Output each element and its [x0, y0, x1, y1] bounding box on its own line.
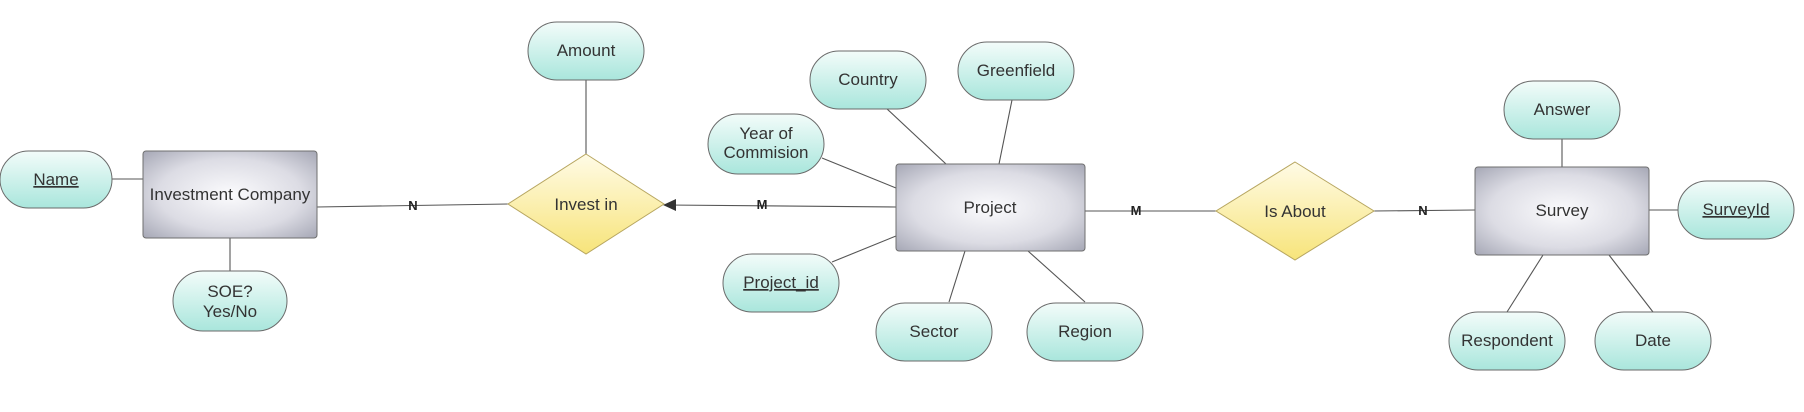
link-region-project	[1027, 250, 1086, 303]
attribute-label-line1: Year of	[739, 124, 793, 143]
attribute-region[interactable]: Region	[1026, 302, 1144, 362]
attribute-label: SurveyId	[1702, 200, 1769, 219]
link-greenfield-project	[998, 99, 1013, 165]
attribute-year-of-commision[interactable]: Year of Commision	[707, 113, 825, 175]
relationship-is-about[interactable]: Is About	[1215, 161, 1375, 261]
relationship-label: Invest in	[554, 195, 617, 214]
attribute-respondent[interactable]: Respondent	[1448, 311, 1566, 371]
entity-label: Project	[964, 198, 1017, 217]
link-sector-project	[948, 250, 966, 303]
attribute-label: Greenfield	[977, 61, 1055, 80]
cardinality-project-about: M	[1131, 203, 1142, 218]
arrowhead-icon	[663, 199, 676, 211]
link-respondent-survey	[1506, 254, 1544, 313]
link-projectid-project	[831, 235, 897, 263]
attribute-label: Amount	[557, 41, 616, 60]
relationship-label: Is About	[1264, 202, 1326, 221]
cardinality-about-survey: N	[1418, 203, 1427, 218]
attribute-label: Respondent	[1461, 331, 1553, 350]
attribute-label: Project_id	[743, 273, 819, 292]
attribute-answer[interactable]: Answer	[1503, 80, 1621, 140]
attribute-country[interactable]: Country	[809, 50, 927, 110]
attribute-label: Answer	[1534, 100, 1591, 119]
connectors	[112, 80, 1678, 313]
entity-label: Survey	[1536, 201, 1589, 220]
cardinality-company-invest: N	[408, 198, 417, 213]
cardinality-invest-project: M	[757, 197, 768, 212]
link-year-project	[821, 157, 897, 189]
attribute-label-line1: SOE?	[207, 282, 252, 301]
entity-investment-company[interactable]: Investment Company	[142, 150, 318, 239]
attribute-label: Name	[33, 170, 78, 189]
attribute-sector[interactable]: Sector	[875, 302, 993, 362]
link-about-survey	[1372, 209, 1476, 212]
attribute-survey-id[interactable]: SurveyId	[1677, 180, 1795, 240]
entity-label: Investment Company	[150, 185, 311, 204]
cardinality-labels: N M M N	[408, 197, 1427, 218]
entity-project[interactable]: Project	[895, 163, 1086, 252]
relationship-invest-in[interactable]: Invest in	[507, 153, 665, 255]
link-invest-project	[665, 204, 897, 208]
attribute-greenfield[interactable]: Greenfield	[957, 41, 1075, 101]
attribute-date[interactable]: Date	[1594, 311, 1712, 371]
attribute-label: Date	[1635, 331, 1671, 350]
attribute-amount[interactable]: Amount	[527, 21, 645, 81]
attribute-label-line2: Commision	[723, 143, 808, 162]
attribute-soe[interactable]: SOE? Yes/No	[172, 270, 288, 332]
attribute-name[interactable]: Name	[0, 150, 113, 209]
attribute-label: Region	[1058, 322, 1112, 341]
link-country-project	[885, 107, 947, 165]
attribute-label: Sector	[909, 322, 958, 341]
link-company-invest	[316, 203, 509, 208]
entity-survey[interactable]: Survey	[1474, 166, 1650, 256]
link-date-survey	[1608, 254, 1654, 313]
attribute-project-id[interactable]: Project_id	[722, 253, 840, 313]
attribute-label: Country	[838, 70, 898, 89]
attribute-label-line2: Yes/No	[203, 302, 257, 321]
